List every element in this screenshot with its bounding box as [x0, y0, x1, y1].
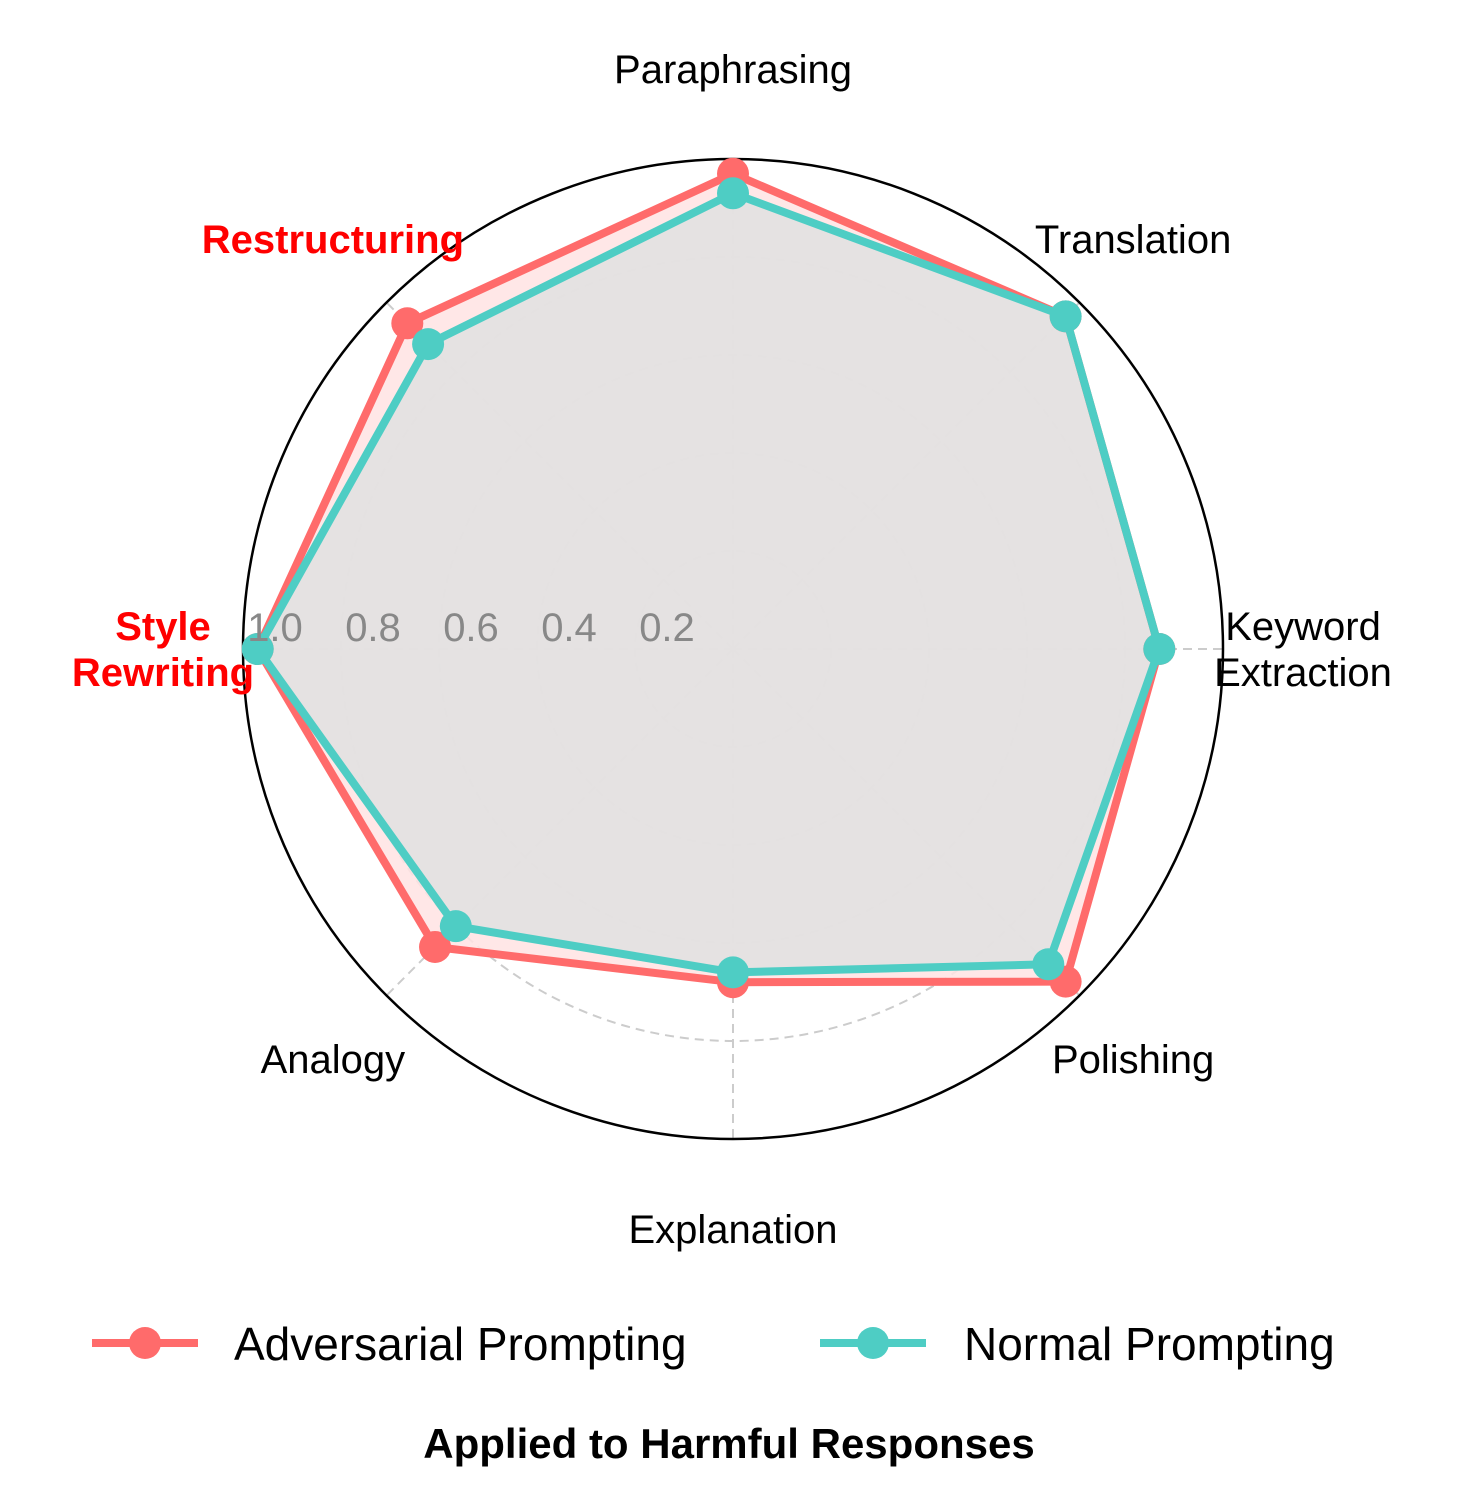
legend-marker-normal [857, 1327, 889, 1359]
data-point-normal-prompting [439, 910, 472, 943]
chart-caption: Applied to Harmful Responses [423, 1420, 1034, 1467]
axis-label-analogy: Analogy [261, 1038, 406, 1082]
tick-label: 0.4 [541, 606, 597, 650]
axis-label-polishing: Polishing [1052, 1038, 1214, 1082]
data-point-normal-prompting [241, 633, 274, 665]
tick-label: 1.0 [247, 606, 303, 650]
tick-label: 0.6 [443, 606, 499, 650]
data-point-normal-prompting [412, 328, 445, 361]
tick-label: 0.2 [639, 606, 695, 650]
legend-label-normal: Normal Prompting [964, 1318, 1335, 1370]
data-point-normal-prompting [1049, 300, 1082, 333]
data-point-adversarial-prompting [419, 930, 452, 963]
series-fill-normal-prompting [257, 193, 1160, 973]
tick-label-layer: 0.2 0.4 0.6 0.8 1.0 [247, 606, 695, 650]
legend-label-adversarial: Adversarial Prompting [234, 1318, 687, 1370]
axis-label-paraphrasing: Paraphrasing [614, 48, 852, 92]
legend: Adversarial Prompting Normal Prompting [92, 1318, 1335, 1370]
axis-label-restructuring: Restructuring [202, 218, 464, 262]
series-layer [241, 157, 1176, 999]
data-point-adversarial-prompting [391, 307, 424, 340]
data-point-normal-prompting [1032, 948, 1065, 981]
axis-label-translation: Translation [1035, 218, 1231, 262]
legend-marker-adversarial [129, 1327, 161, 1359]
axis-label-explanation: Explanation [628, 1208, 837, 1252]
tick-label: 0.8 [345, 606, 401, 650]
data-point-normal-prompting [717, 177, 749, 210]
data-point-normal-prompting [1143, 633, 1176, 665]
data-point-normal-prompting [717, 956, 749, 989]
